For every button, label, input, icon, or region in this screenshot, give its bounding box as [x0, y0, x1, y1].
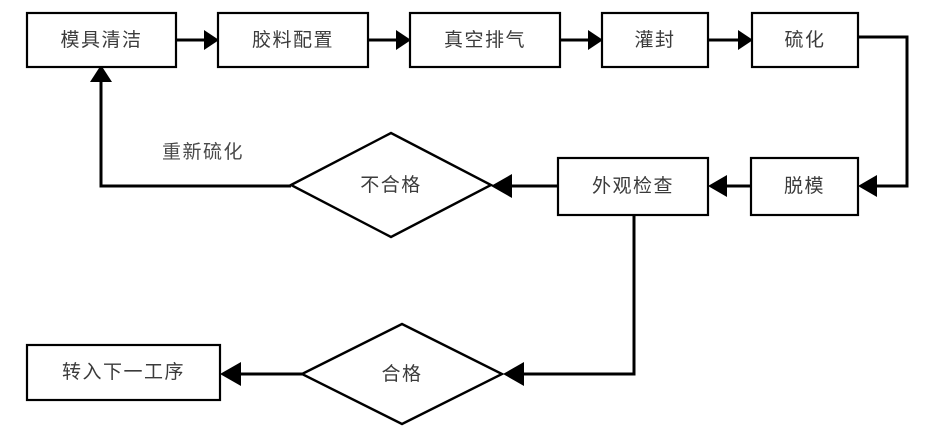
edge-n7-n9	[503, 215, 636, 386]
arrow-head-icon	[588, 30, 603, 50]
node-mold-cleaning[interactable]: 模具清洁	[25, 11, 178, 69]
arrow-head-icon	[90, 65, 112, 82]
node-vacuum-degassing[interactable]: 真空排气	[408, 11, 562, 69]
node-demolding[interactable]: 脱模	[749, 156, 860, 217]
edge-n5-n6	[858, 35, 909, 197]
arrow-head-icon	[858, 175, 877, 197]
node-decision-pass[interactable]: 合格	[299, 322, 505, 426]
arrow-head-icon	[396, 30, 411, 50]
node-label-vulcanization: 硫化	[784, 29, 825, 51]
node-label-appearance-inspection: 外观检查	[592, 175, 674, 197]
node-adhesive-preparation[interactable]: 胶料配置	[216, 11, 370, 69]
edge-n9-n10	[220, 362, 302, 386]
edge-n3-n4	[560, 30, 603, 50]
edge-n1-n2	[176, 30, 219, 50]
node-appearance-inspection[interactable]: 外观检查	[556, 156, 710, 217]
arrow-head-icon	[491, 174, 512, 198]
edge-n2-n3	[368, 30, 411, 50]
edge-n6-n7	[708, 175, 751, 197]
arrow-head-icon	[503, 362, 524, 386]
edge-label-rework-vulcanization: 重新硫化	[162, 141, 244, 163]
node-label-potting: 灌封	[634, 29, 675, 51]
node-label-decision-fail: 不合格	[360, 174, 422, 196]
arrow-head-icon	[738, 30, 753, 50]
node-label-decision-pass: 合格	[381, 363, 422, 385]
edge-n8-n1-rework	[90, 65, 291, 188]
node-label-next-process: 转入下一工序	[62, 361, 185, 383]
arrow-head-icon	[708, 175, 727, 197]
node-potting[interactable]: 灌封	[600, 11, 710, 69]
node-next-process[interactable]: 转入下一工序	[25, 343, 222, 402]
arrow-head-icon	[204, 30, 219, 50]
node-label-demolding: 脱模	[784, 175, 825, 197]
node-label-adhesive-preparation: 胶料配置	[252, 29, 334, 51]
node-label-mold-cleaning: 模具清洁	[60, 29, 142, 51]
arrow-head-icon	[220, 362, 241, 386]
edge-n7-n8	[491, 174, 558, 198]
edge-n4-n5	[708, 30, 753, 50]
node-decision-fail[interactable]: 不合格	[288, 131, 494, 239]
node-label-vacuum-degassing: 真空排气	[444, 29, 526, 51]
node-vulcanization[interactable]: 硫化	[750, 11, 860, 69]
